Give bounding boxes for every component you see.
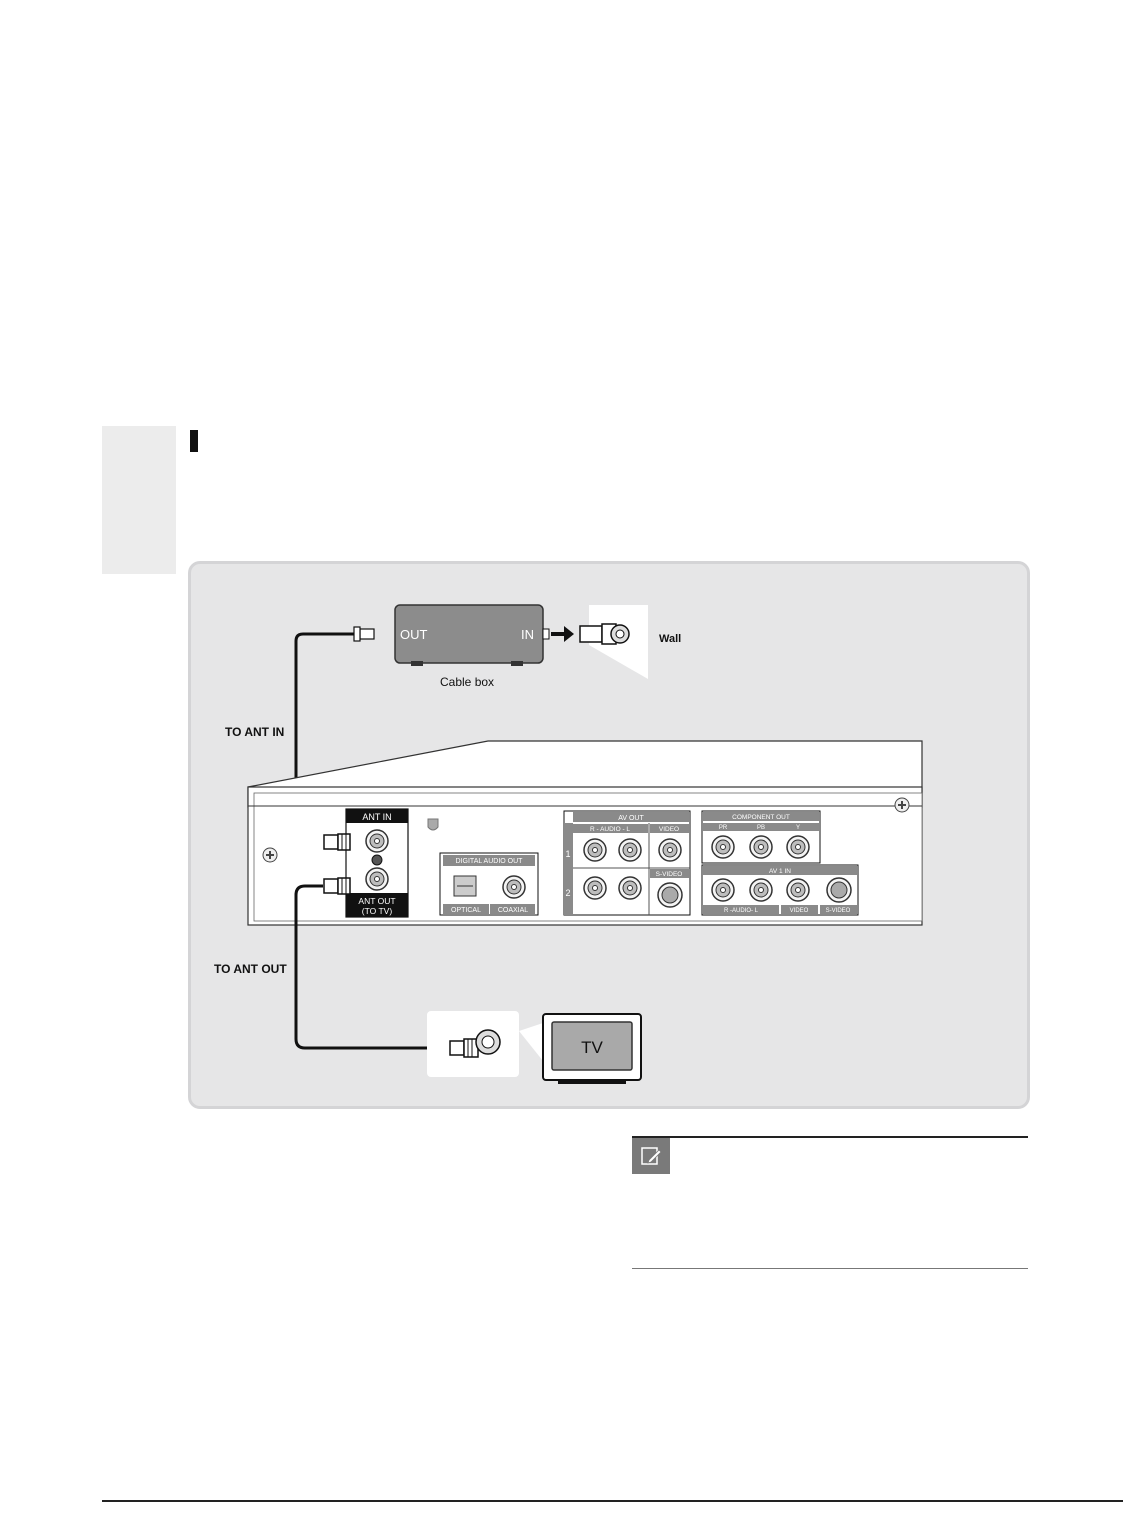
pencil-note-icon (632, 1138, 670, 1174)
coaxial-label: COAXIAL (498, 907, 528, 914)
av-out-video-label: VIDEO (659, 826, 679, 833)
side-tab (102, 426, 176, 574)
to-ant-out-label: TO ANT OUT (214, 962, 287, 976)
digital-audio-out-block: DIGITAL AUDIO OUT OPTICAL COAXIAL (439, 852, 539, 916)
wall-connection: Wall (542, 605, 681, 679)
component-y-label: Y (796, 825, 800, 831)
digital-audio-out-label: DIGITAL AUDIO OUT (456, 858, 524, 865)
connection-diagram: OUT IN Cable box Wall TO ANT IN ANT IN (214, 604, 923, 1084)
component-pb-label: PB (757, 825, 765, 831)
section-marker (190, 430, 198, 452)
cable-box-out-label: OUT (400, 627, 428, 642)
cable-box: OUT IN Cable box (394, 604, 544, 689)
wall-label: Wall (659, 633, 681, 645)
av-out-block: AV OUT R - AUDIO - L VIDEO 1 2 S-VIDEO (563, 810, 691, 916)
note-divider-top (632, 1136, 1028, 1138)
tv-icon: TV (542, 1013, 642, 1084)
av1-in-label: AV 1 IN (769, 868, 791, 875)
av1-video-label: VIDEO (790, 908, 809, 914)
av1-audio-label: R -AUDIO- L (724, 908, 759, 914)
av-out-audio-label: R - AUDIO - L (590, 826, 630, 833)
component-pr-label: PR (719, 825, 728, 831)
to-ant-in-label: TO ANT IN (225, 725, 284, 739)
ant-out-tv-label: (TO TV) (362, 906, 393, 916)
ant-in-label: ANT IN (362, 812, 391, 822)
footer-rule (102, 1500, 1123, 1502)
ant-out-label: ANT OUT (358, 896, 395, 906)
cable-box-plug (353, 626, 375, 642)
component-out-label: COMPONENT OUT (732, 814, 790, 821)
av-out-label: AV OUT (618, 815, 644, 822)
cable-to-ant-out (294, 884, 450, 1050)
av1-svideo-label: S-VIDEO (826, 908, 851, 914)
antenna-terminals: ANT IN ANT OUT (TO TV) (323, 808, 439, 918)
component-out-block: COMPONENT OUT PR PB Y (701, 810, 821, 864)
av1-in-block: AV 1 IN R -AUDIO- L VIDEO S-VIDEO (701, 864, 859, 916)
tv-label: TV (581, 1038, 603, 1057)
av-out-svideo-label: S-VIDEO (656, 871, 683, 878)
cable-box-caption: Cable box (440, 675, 494, 689)
note-divider-bottom (632, 1268, 1028, 1269)
av-row-2-label: 2 (565, 888, 570, 898)
av-row-1-label: 1 (565, 849, 570, 859)
optical-label: OPTICAL (451, 907, 481, 914)
cable-box-in-label: IN (521, 627, 534, 642)
tv-connection (427, 1011, 519, 1077)
